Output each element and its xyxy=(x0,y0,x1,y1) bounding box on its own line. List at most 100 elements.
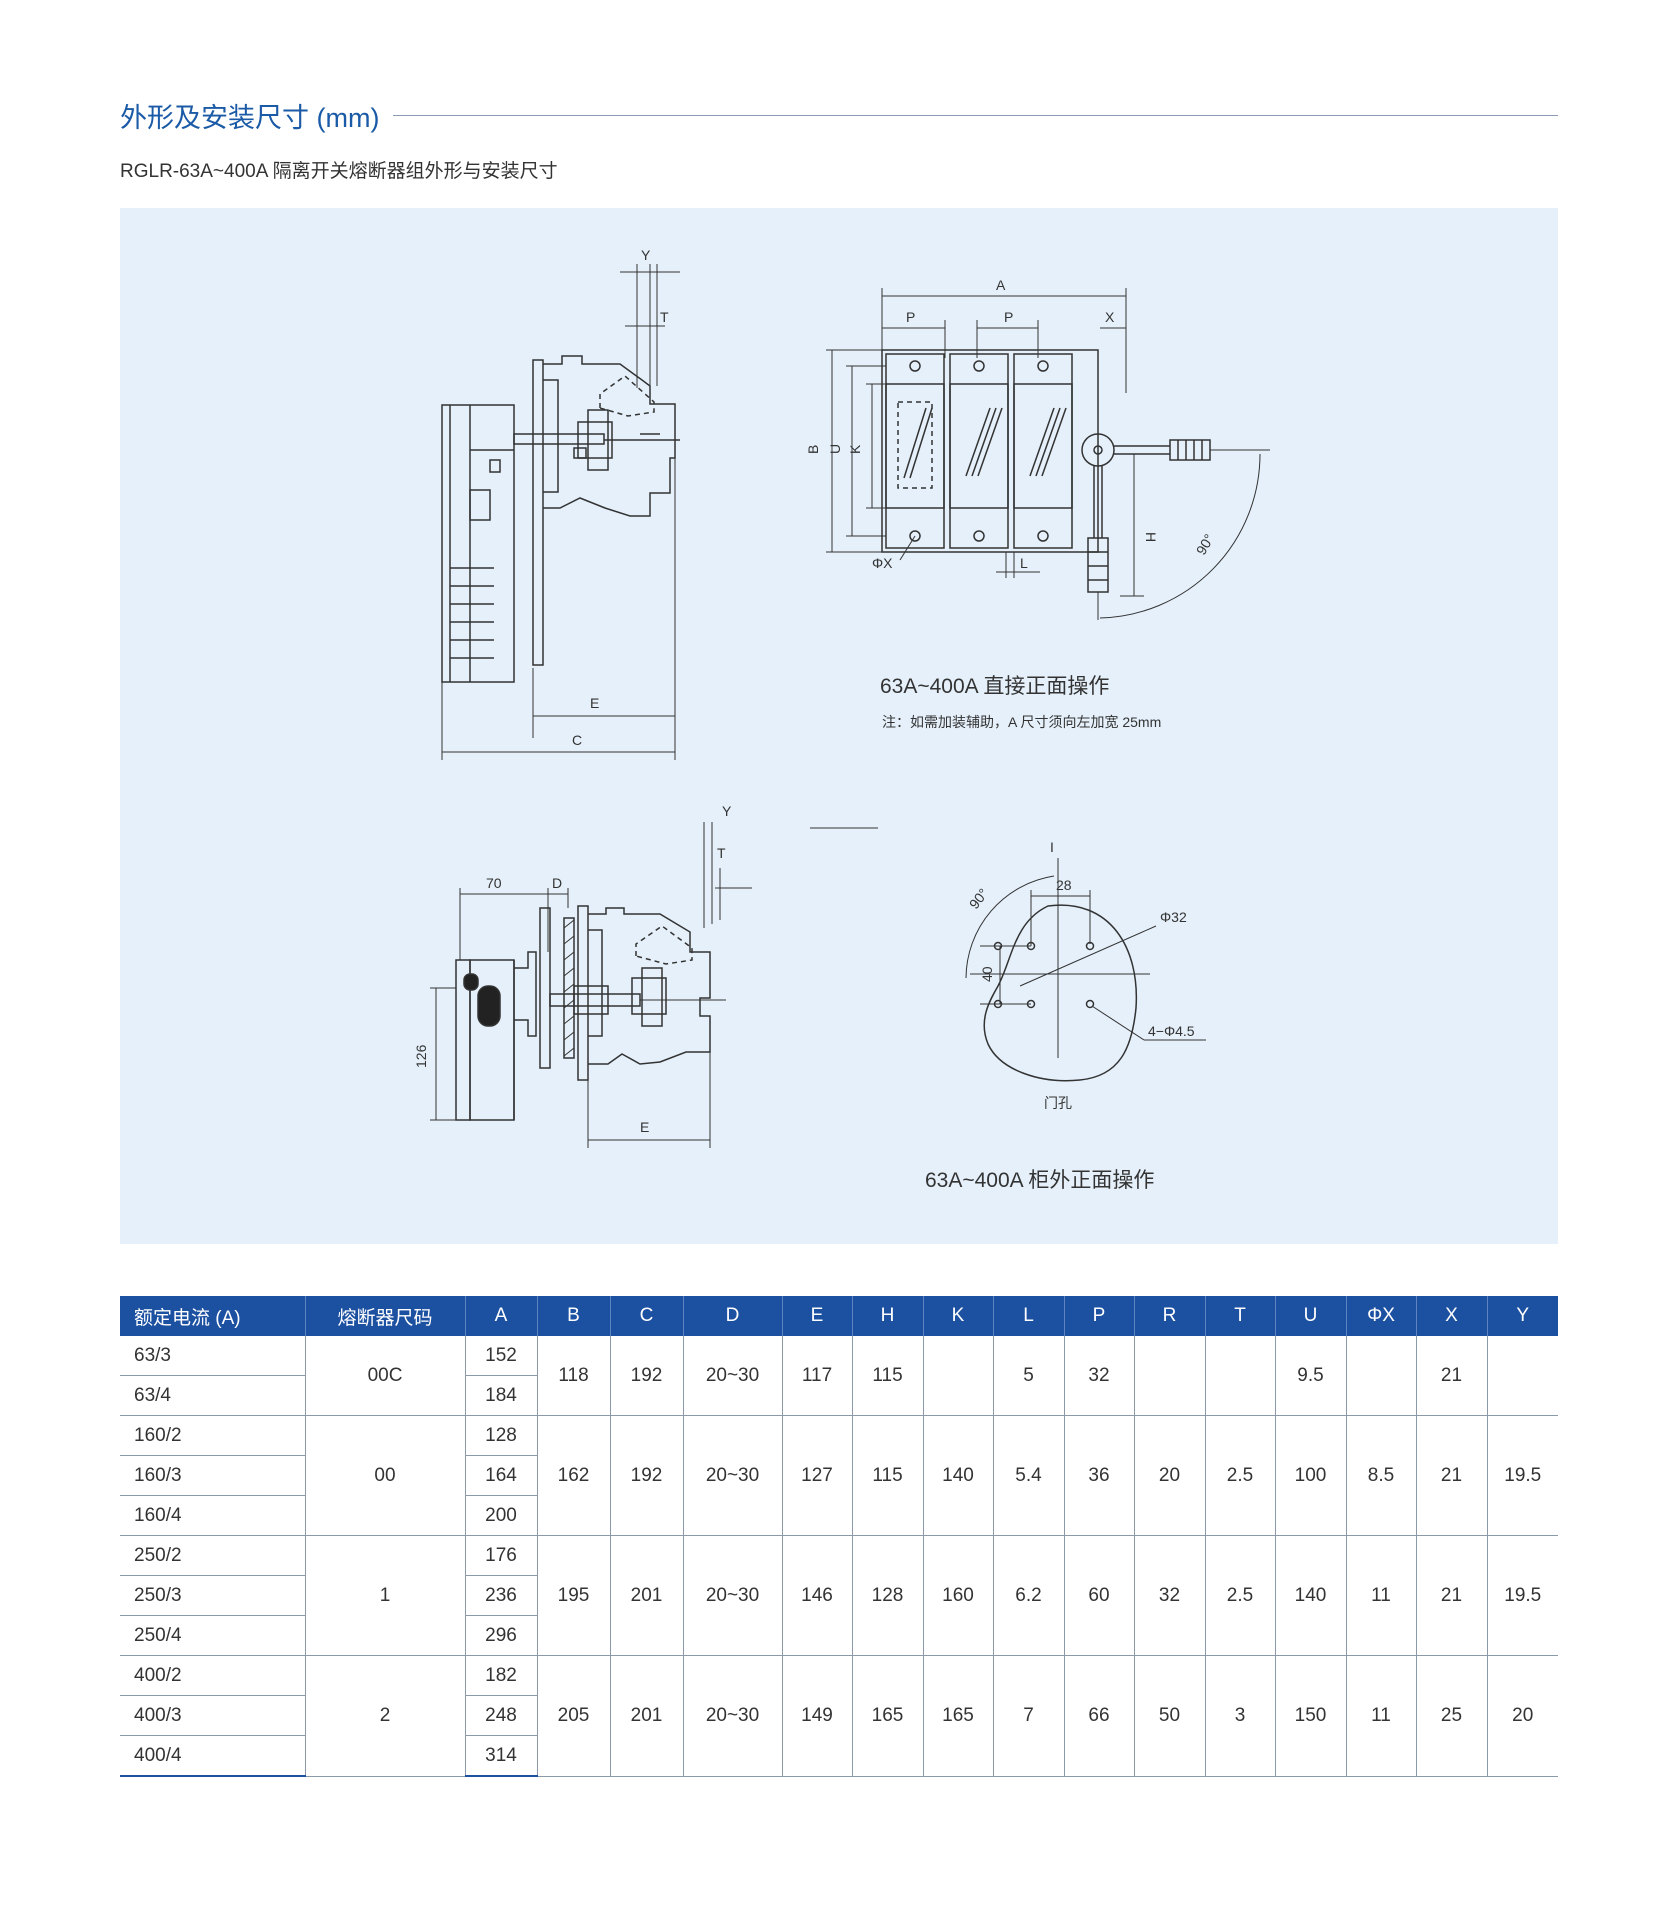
dimension-cell: 150 xyxy=(1274,1655,1346,1777)
dimension-cell: 195 xyxy=(536,1535,610,1656)
hole-label-door: 门孔 xyxy=(1044,1095,1072,1111)
column-header: C xyxy=(609,1296,683,1336)
dimension-cell: 11 xyxy=(1345,1535,1416,1656)
dimension-a-cell: 152 xyxy=(464,1336,537,1376)
dimension-cell: 20 xyxy=(1133,1415,1205,1536)
dimension-cell: 118 xyxy=(536,1336,610,1416)
hole-label-28: 28 xyxy=(1056,877,1072,893)
side-view-direct: Y T E C xyxy=(441,247,680,760)
dimension-cell: 2.5 xyxy=(1204,1415,1275,1536)
dim-label-c-top: C xyxy=(572,732,582,748)
dimension-cell: 192 xyxy=(609,1336,683,1416)
hole-label-holes: 4−Φ4.5 xyxy=(1148,1023,1195,1039)
dimension-cell: 165 xyxy=(851,1655,923,1777)
dimension-cell: 20~30 xyxy=(682,1336,782,1416)
dim-label-t-bottom: T xyxy=(717,845,726,861)
rated-current-cell: 400/2 xyxy=(120,1655,305,1696)
column-header: P xyxy=(1063,1296,1134,1336)
dimension-a-cell: 296 xyxy=(464,1615,537,1656)
dimension-a-cell: 176 xyxy=(464,1535,537,1576)
table-row: 63/4 184 xyxy=(120,1375,1558,1416)
fuse-size-cell: 00C xyxy=(304,1336,465,1416)
dimension-cell xyxy=(1486,1336,1558,1416)
dimension-cell: 20~30 xyxy=(682,1535,782,1656)
column-header: T xyxy=(1204,1296,1275,1336)
dim-label-b: B xyxy=(805,445,821,454)
dimension-cell xyxy=(1204,1336,1275,1416)
dimension-cell: 5 xyxy=(992,1336,1064,1416)
dimension-cell: 127 xyxy=(781,1415,852,1536)
dimension-cell: 3 xyxy=(1204,1655,1275,1777)
dimension-cell: 20 xyxy=(1486,1655,1558,1777)
dimension-cell: 162 xyxy=(536,1415,610,1536)
dimension-a-cell: 184 xyxy=(464,1375,537,1416)
dimension-cell: 201 xyxy=(609,1655,683,1777)
dimension-cell: 9.5 xyxy=(1274,1336,1346,1416)
rated-current-cell: 250/4 xyxy=(120,1615,305,1656)
dimension-cell: 21 xyxy=(1415,1535,1487,1656)
dimension-cell: 25 xyxy=(1415,1655,1487,1777)
dimension-a-cell: 164 xyxy=(464,1455,537,1496)
drawing-subtitle: RGLR-63A~400A 隔离开关熔断器组外形与安装尺寸 xyxy=(120,161,558,182)
dimension-cell: 20~30 xyxy=(682,1415,782,1536)
fuse-size-cell: 00 xyxy=(304,1415,465,1536)
dimension-cell: 21 xyxy=(1415,1336,1487,1416)
dimension-cell: 115 xyxy=(851,1336,923,1416)
dimension-cell: 11 xyxy=(1345,1655,1416,1777)
dim-label-70: 70 xyxy=(486,875,502,891)
dimension-cell: 115 xyxy=(851,1415,923,1536)
dimension-cell: 19.5 xyxy=(1486,1535,1558,1656)
column-header: B xyxy=(536,1296,610,1336)
rated-current-cell: 400/4 xyxy=(120,1735,305,1777)
column-header: L xyxy=(992,1296,1064,1336)
dim-label-a: A xyxy=(996,277,1006,293)
rated-current-cell: 63/4 xyxy=(120,1375,305,1416)
dim-label-u: U xyxy=(827,444,843,454)
dimension-cell: 36 xyxy=(1063,1415,1134,1536)
dimension-cell: 8.5 xyxy=(1345,1415,1416,1536)
rated-current-cell: 160/3 xyxy=(120,1455,305,1496)
rated-current-cell: 160/2 xyxy=(120,1415,305,1456)
dimension-cell: 19.5 xyxy=(1486,1415,1558,1536)
dimension-a-cell: 236 xyxy=(464,1575,537,1616)
table-row: 160/3 164 xyxy=(120,1455,1558,1496)
dimension-a-cell: 200 xyxy=(464,1495,537,1536)
dim-label-t-top: T xyxy=(660,309,669,325)
section-divider xyxy=(393,114,1558,116)
dim-label-phix: ΦX xyxy=(872,555,893,571)
dimension-cell: 128 xyxy=(851,1535,923,1656)
dimension-cell: 2.5 xyxy=(1204,1535,1275,1656)
dimension-cell: 32 xyxy=(1133,1535,1205,1656)
column-header: E xyxy=(781,1296,852,1336)
column-header: 熔断器尺码 xyxy=(304,1296,465,1336)
dimension-cell: 66 xyxy=(1063,1655,1134,1777)
dimension-cell: 6.2 xyxy=(992,1535,1064,1656)
dim-label-p1: P xyxy=(906,309,915,325)
rated-current-cell: 250/2 xyxy=(120,1535,305,1576)
hole-label-phi32: Φ32 xyxy=(1160,909,1187,925)
dimension-cell: 60 xyxy=(1063,1535,1134,1656)
column-header: R xyxy=(1133,1296,1205,1336)
dim-label-k: K xyxy=(847,444,863,454)
dimension-cell: 146 xyxy=(781,1535,852,1656)
dimension-a-cell: 128 xyxy=(464,1415,537,1456)
dimension-cell: 192 xyxy=(609,1415,683,1536)
dim-label-x: X xyxy=(1105,309,1115,325)
dimension-cell: 140 xyxy=(922,1415,993,1536)
dimension-cell: 7 xyxy=(992,1655,1064,1777)
dimension-cell: 21 xyxy=(1415,1415,1487,1536)
fuse-size-cell: 1 xyxy=(304,1535,465,1656)
dimension-cell: 205 xyxy=(536,1655,610,1777)
column-header: A xyxy=(464,1296,537,1336)
dim-label-e-top: E xyxy=(590,695,599,711)
dim-label-l: L xyxy=(1020,555,1028,571)
column-header: H xyxy=(851,1296,923,1336)
column-header: 额定电流 (A) xyxy=(120,1296,305,1336)
